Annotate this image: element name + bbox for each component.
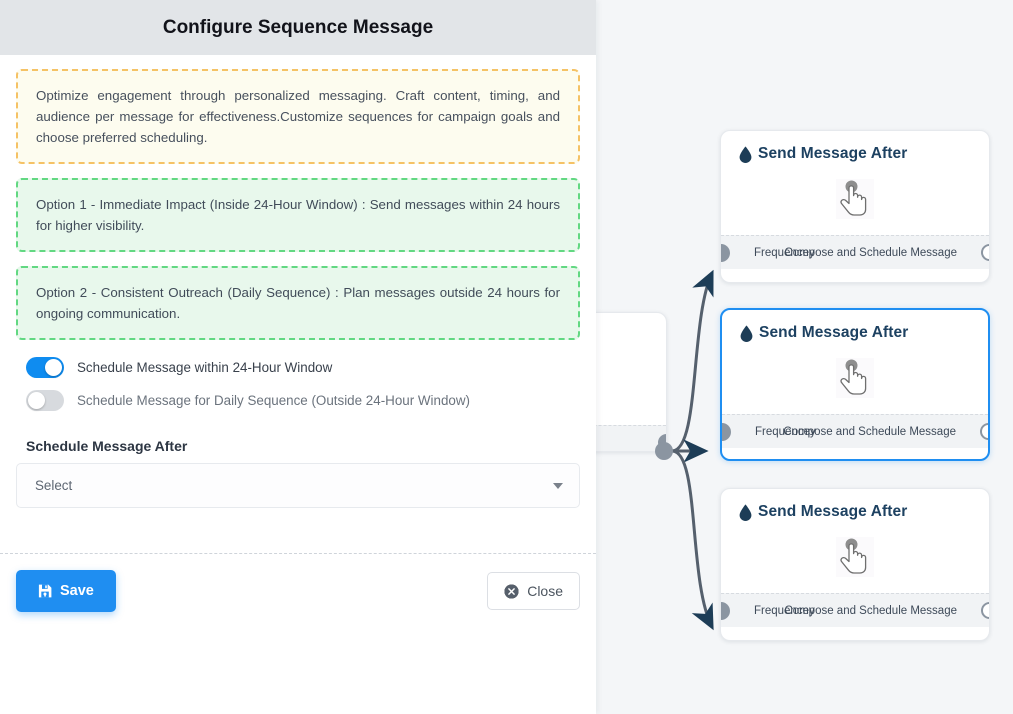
node-body <box>722 342 988 414</box>
dialog-body: Optimize engagement through personalized… <box>0 69 596 508</box>
toggle-label-daily-sequence: Schedule Message for Daily Sequence (Out… <box>77 393 470 408</box>
node-footer: Frequencey Compose and Schedule Message <box>721 235 989 269</box>
node-body <box>721 163 989 235</box>
node-footer-left-label: Frequencey <box>755 425 816 438</box>
node-header: Send Message After <box>721 131 989 163</box>
tap-hand-icon <box>836 358 874 398</box>
node-title: Send Message After <box>759 324 909 341</box>
water-drop-icon <box>740 324 753 342</box>
chevron-down-icon <box>553 482 563 489</box>
node-output-port[interactable] <box>981 244 989 261</box>
dialog-footer: Save Close <box>0 568 596 614</box>
node-footer: Frequencey Compose and Schedule Message <box>722 414 988 448</box>
toggle-knob <box>28 392 45 409</box>
node-input-port[interactable] <box>722 422 731 441</box>
toggle-row-within-24h[interactable]: Schedule Message within 24-Hour Window <box>16 357 580 378</box>
node-input-port[interactable] <box>721 601 730 620</box>
node-footer-right-label: Compose and Schedule Message <box>784 604 957 617</box>
save-floppy-icon <box>38 584 52 598</box>
node-footer-left-label: Frequencey <box>754 604 815 617</box>
edge-source-port[interactable] <box>655 442 673 460</box>
close-circle-icon <box>504 584 519 598</box>
node-body <box>721 521 989 593</box>
option-2-callout: Option 2 - Consistent Outreach (Daily Se… <box>16 266 580 340</box>
dialog-title: Configure Sequence Message <box>162 16 434 38</box>
toggle-knob <box>45 359 62 376</box>
close-button[interactable]: Close <box>487 572 580 610</box>
save-button-label: Save <box>60 583 94 599</box>
node-footer: Frequencey Compose and Schedule Message <box>721 593 989 627</box>
node-output-port[interactable] <box>980 423 988 440</box>
info-callout: Optimize engagement through personalized… <box>16 69 580 164</box>
flow-node-1[interactable]: Send Message After Frequencey Compose an… <box>720 130 990 283</box>
toggle-switch-daily-sequence[interactable] <box>26 390 64 411</box>
toggle-switch-within-24h[interactable] <box>26 357 64 378</box>
schedule-after-selected-value: Select <box>35 478 73 493</box>
schedule-after-select[interactable]: Select <box>16 463 580 508</box>
dialog-header: Configure Sequence Message <box>0 0 596 55</box>
flow-node-3[interactable]: Send Message After Frequencey Compose an… <box>720 488 990 641</box>
water-drop-icon <box>739 503 752 521</box>
node-input-port[interactable] <box>721 243 730 262</box>
save-button[interactable]: Save <box>16 570 116 612</box>
close-button-label: Close <box>527 583 563 599</box>
water-drop-icon <box>739 145 752 163</box>
toggle-row-daily-sequence[interactable]: Schedule Message for Daily Sequence (Out… <box>16 390 580 411</box>
node-header: Send Message After <box>722 310 988 342</box>
configure-sequence-dialog: Configure Sequence Message Optimize enga… <box>0 0 596 714</box>
node-header: Send Message After <box>721 489 989 521</box>
node-title: Send Message After <box>758 503 908 520</box>
schedule-after-label: Schedule Message After <box>26 438 188 454</box>
node-output-port[interactable] <box>981 602 989 619</box>
node-title: Send Message After <box>758 145 908 162</box>
node-footer-right-label: Compose and Schedule Message <box>784 246 957 259</box>
tap-hand-icon <box>836 179 874 219</box>
option-1-callout: Option 1 - Immediate Impact (Inside 24-H… <box>16 178 580 252</box>
tap-hand-icon <box>836 537 874 577</box>
node-footer-left-label: Frequencey <box>754 246 815 259</box>
node-footer-right-label: Compose and Schedule Message <box>783 425 956 438</box>
toggle-label-within-24h: Schedule Message within 24-Hour Window <box>77 360 333 375</box>
dialog-divider <box>0 553 596 554</box>
flow-node-2-selected[interactable]: Send Message After Frequencey Compose an… <box>720 308 990 461</box>
